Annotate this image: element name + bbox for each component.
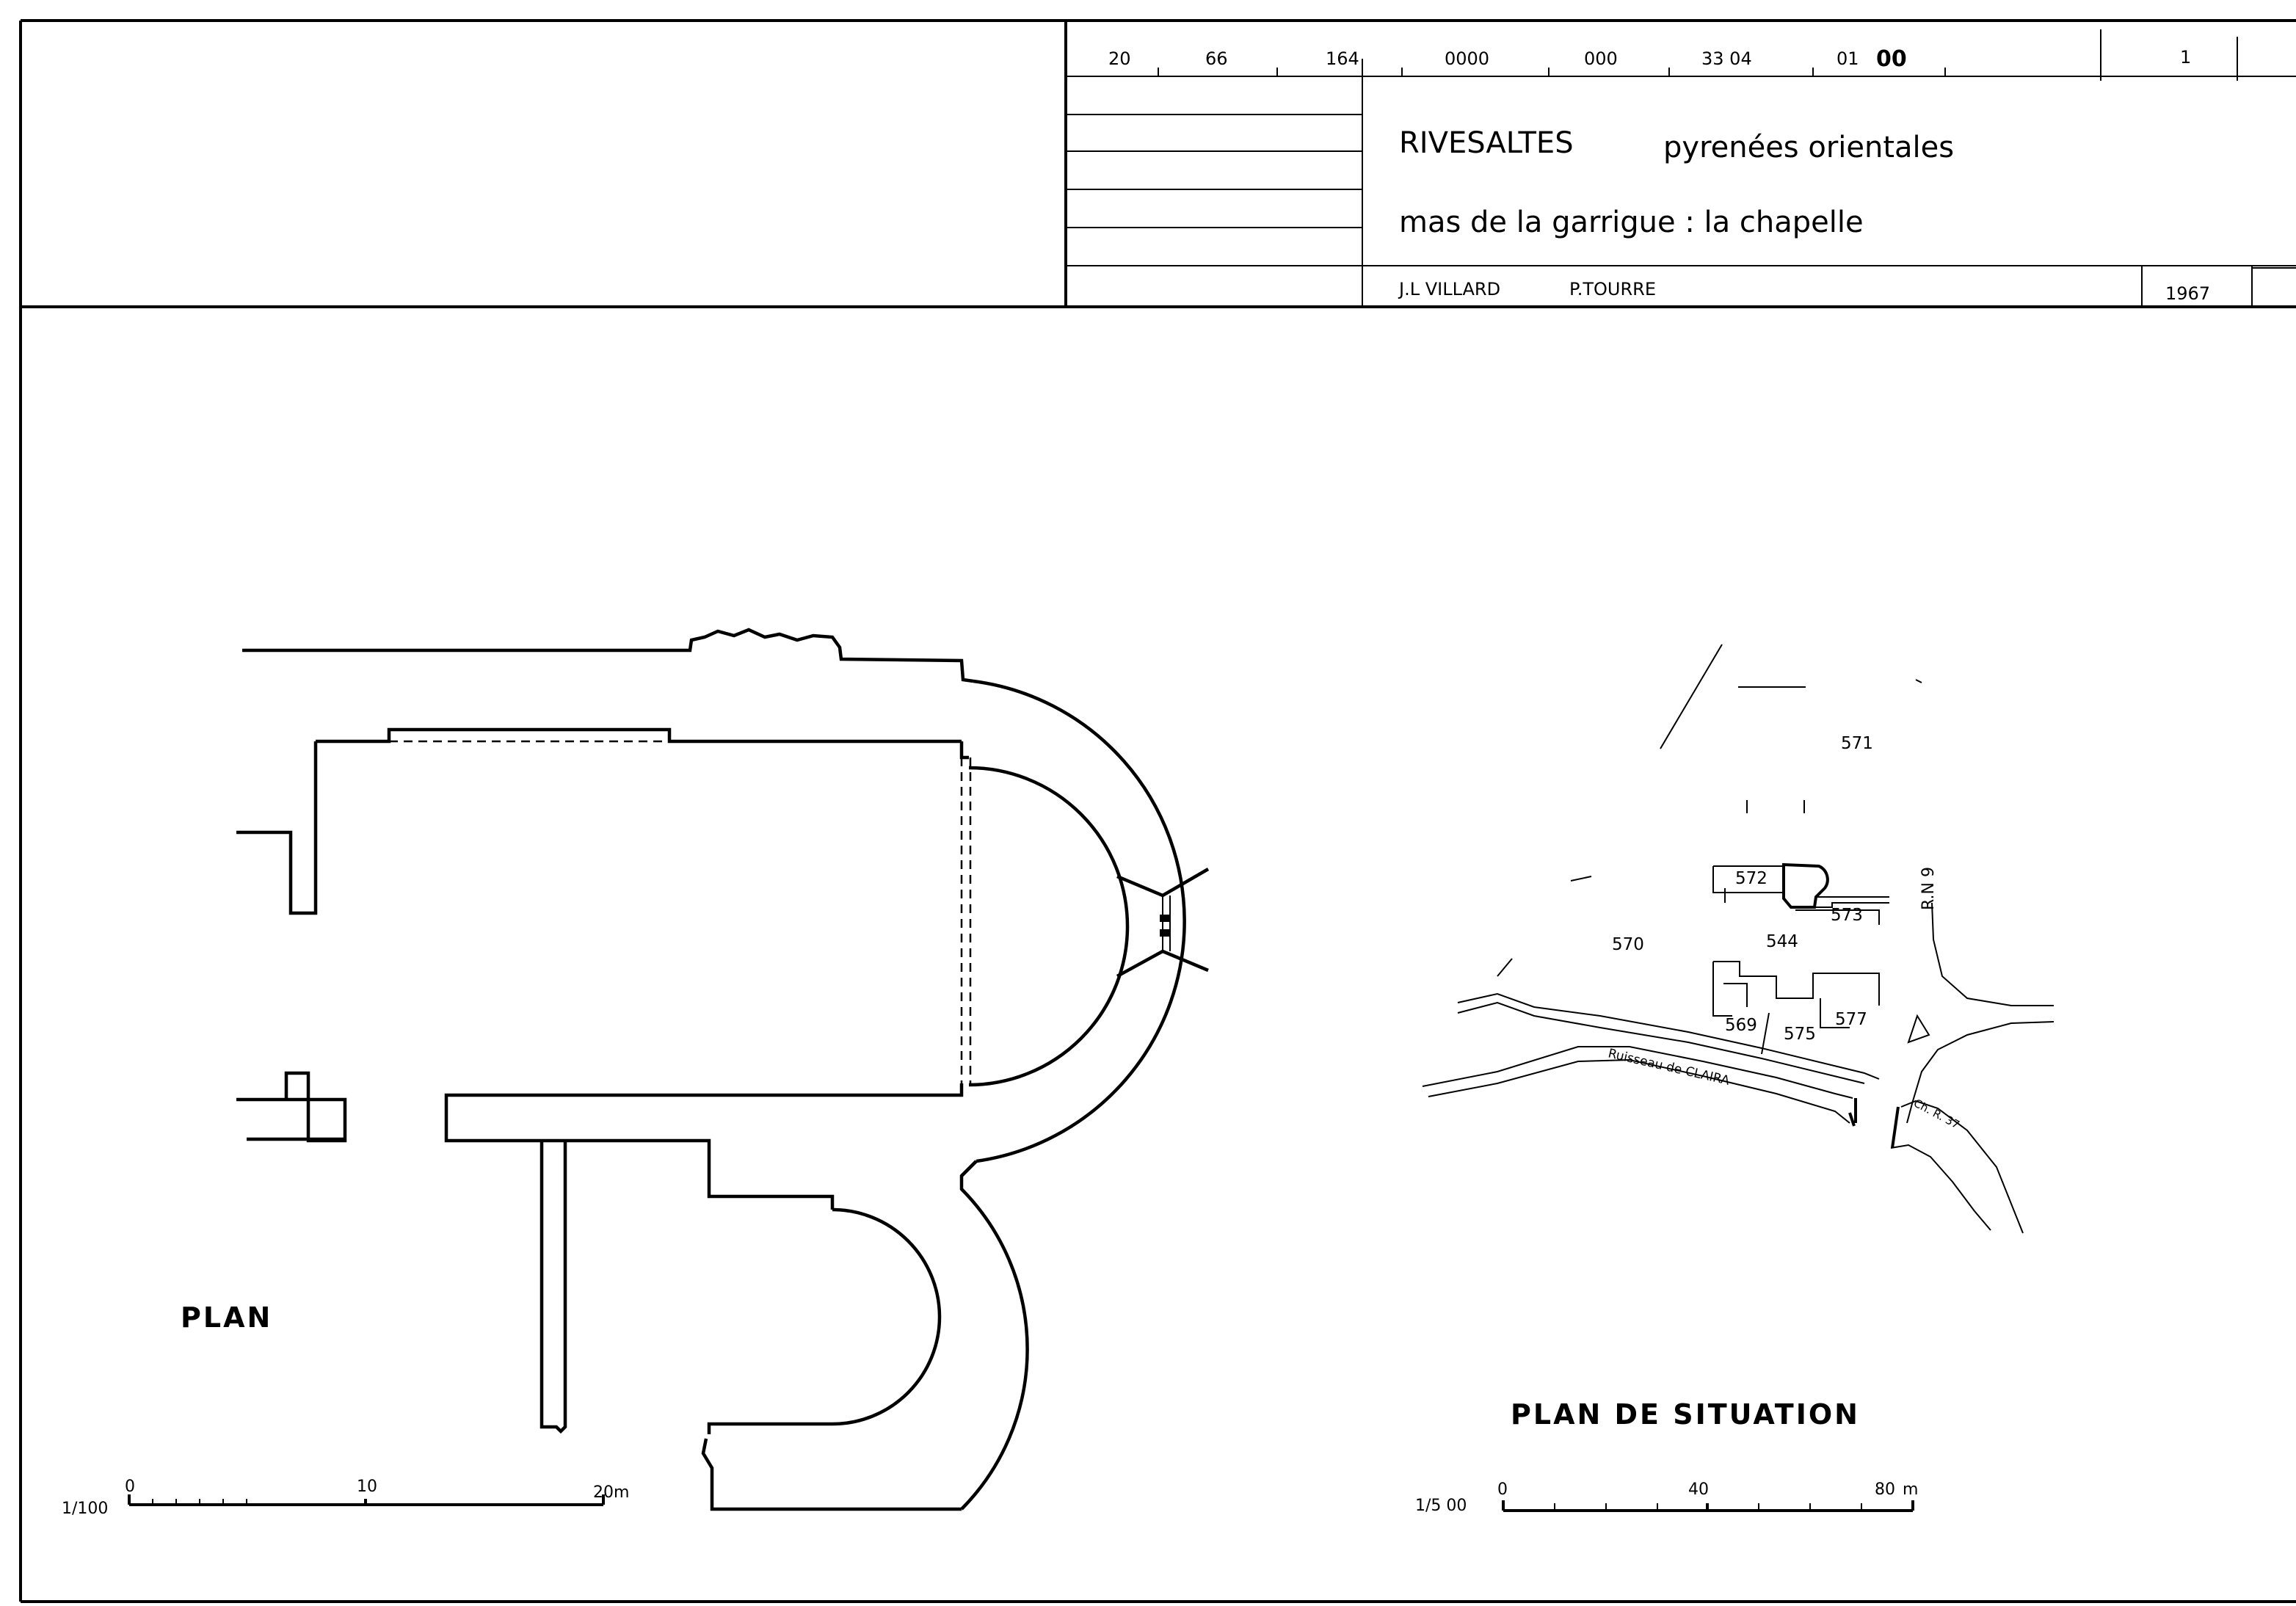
parcel-569: 569 bbox=[1725, 1016, 1757, 1035]
parcel-573: 573 bbox=[1831, 906, 1863, 925]
plan-scale-tick-20: 20 bbox=[593, 1483, 614, 1502]
situation-scale-ratio: 1/5 00 bbox=[1415, 1497, 1467, 1515]
situation-scale-tick-0: 0 bbox=[1497, 1480, 1508, 1499]
code-3: 164 bbox=[1326, 48, 1359, 69]
site-plan-drawing bbox=[1422, 644, 2055, 1234]
situation-scale-unit: m bbox=[1903, 1480, 1918, 1499]
road-label-rn9: R.N 9 bbox=[1919, 867, 1938, 910]
code-2: 66 bbox=[1205, 48, 1228, 69]
plan-scale-ratio: 1/100 bbox=[62, 1500, 108, 1518]
code-7: 01 bbox=[1837, 48, 1859, 69]
code-8: 00 bbox=[1876, 46, 1907, 72]
parcel-571: 571 bbox=[1841, 734, 1873, 753]
situation-scale-tick-80: 80 bbox=[1875, 1480, 1895, 1499]
code-5: 000 bbox=[1584, 48, 1618, 69]
road-label-ruisseau: Ruisseau de CLAIRA bbox=[1607, 1046, 1732, 1089]
floor-plan-drawing bbox=[236, 628, 1210, 1511]
situation-scale-bar bbox=[1502, 1500, 1914, 1512]
commune-name: RIVESALTES bbox=[1399, 126, 1574, 160]
plan-scale-tick-10: 10 bbox=[357, 1478, 377, 1496]
department-name: pyrenées orientales bbox=[1663, 131, 1954, 164]
site-name: mas de la garrigue : la chapelle bbox=[1399, 206, 1864, 239]
road-label-chr37: Ch. R. 37 bbox=[1911, 1097, 1962, 1132]
author-1: J.L VILLARD bbox=[1398, 279, 1500, 299]
title-block: 20 66 164 0000 000 33 04 01 00 1 RIVESAL… bbox=[1066, 29, 2296, 307]
sheet-frame bbox=[19, 19, 2296, 1603]
parcel-544: 544 bbox=[1766, 932, 1798, 951]
parcel-570: 570 bbox=[1612, 935, 1644, 954]
parcel-577: 577 bbox=[1835, 1010, 1867, 1029]
situation-scale-tick-40: 40 bbox=[1688, 1480, 1709, 1499]
year: 1967 bbox=[2165, 283, 2210, 304]
code-4: 0000 bbox=[1445, 48, 1489, 69]
code-1: 20 bbox=[1108, 48, 1131, 69]
code-6: 33 04 bbox=[1701, 48, 1752, 69]
plan-scale-tick-0: 0 bbox=[125, 1478, 135, 1496]
situation-label: PLAN DE SITUATION bbox=[1511, 1398, 1860, 1431]
parcel-575: 575 bbox=[1784, 1025, 1816, 1044]
sheet-number: 1 bbox=[2180, 47, 2191, 68]
plan-scale-bar bbox=[128, 1494, 605, 1506]
plan-scale-unit: m bbox=[614, 1483, 629, 1502]
author-2: P.TOURRE bbox=[1569, 279, 1656, 299]
plan-label: PLAN bbox=[181, 1301, 272, 1334]
parcel-572: 572 bbox=[1735, 869, 1768, 888]
